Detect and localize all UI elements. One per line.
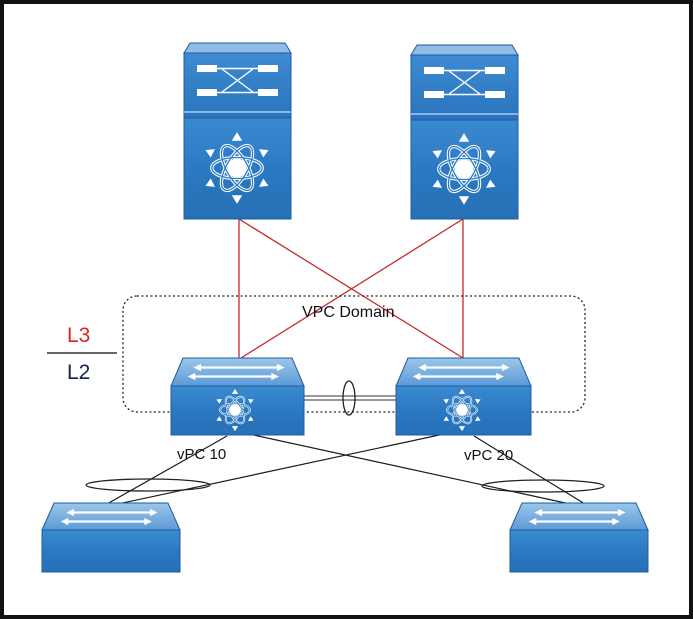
vpc20-bundle-icon: [481, 479, 605, 493]
vpc-domain-boundary: [122, 295, 586, 413]
vpc10-bundle-icon: [85, 478, 211, 492]
link-agg1-access1: [106, 435, 228, 505]
l2-label: L2: [67, 361, 90, 384]
layer-boundary-legend: L3 L2: [47, 324, 117, 384]
access-switch-1[interactable]: [41, 502, 181, 573]
crossbar-icon: [197, 65, 278, 96]
vpc20-label: vPC 20: [464, 447, 513, 464]
core-switch-2[interactable]: [410, 44, 519, 220]
l3-label: L3: [67, 324, 90, 347]
link-agg2-access2: [473, 435, 586, 505]
vpc-domain-label: VPC Domain: [302, 304, 394, 321]
access-switch-2[interactable]: [509, 502, 649, 573]
core-switch-1[interactable]: [183, 42, 292, 220]
aggregation-switch-2[interactable]: [395, 357, 532, 436]
crossbar-icon: [424, 67, 505, 98]
link-agg2-access1: [117, 433, 445, 505]
peer-link: [304, 395, 396, 401]
l3-links: [238, 218, 464, 359]
l2-links: [106, 433, 586, 505]
vpc10-label: vPC 10: [177, 446, 226, 463]
peer-link-bundle-icon: [342, 380, 356, 416]
link-core2-agg1: [240, 218, 464, 359]
aggregation-switch-1[interactable]: [170, 357, 305, 436]
link-agg1-access2: [248, 433, 571, 505]
